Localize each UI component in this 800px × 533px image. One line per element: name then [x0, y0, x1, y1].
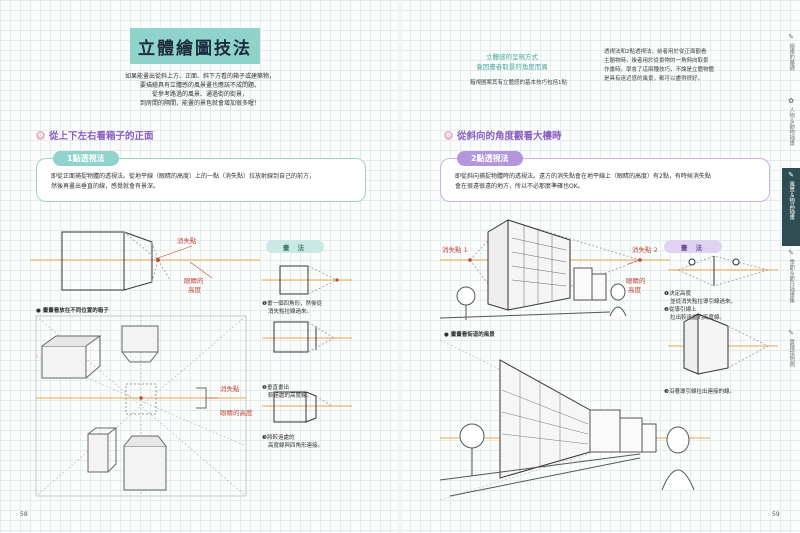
section-title-2: 從斜向的角度觀看大樓時	[457, 131, 562, 142]
pencil-icon: ✎	[788, 171, 794, 179]
vp2-label: 消失點 2	[632, 246, 658, 254]
vp-label-small: 消失點	[220, 385, 240, 393]
eye-label-r1: 眼睛的	[626, 277, 646, 285]
street-caption: ● 畫畫看街道的風景	[444, 332, 495, 338]
intro-text: 如果能畫出從斜上方、正面、斜下方看的箱子或建築物， 要描繪具有立體感的風景畫也應…	[124, 73, 275, 107]
right-step-3-text: ❸沿著導引線拉出連接的線。	[664, 389, 735, 395]
section-heading-1: ❶ 從上下左右看箱子的正面	[36, 128, 154, 142]
vp1-label: 消失點 1	[442, 246, 468, 254]
eye-level-label-1: 眼睛的	[184, 277, 204, 285]
two-point-building-illustration	[439, 219, 670, 320]
book-gutter	[398, 0, 402, 533]
quote-lead: 立體感的呈現方式 會因畫者取景的角度而異	[476, 53, 548, 71]
quote-sub: 箱視圖案其有立體感的基本技巧包括1點	[470, 80, 568, 86]
street-scene-illustration	[439, 339, 710, 501]
step-3-text: ❸將較遠處的 高度線與四角形連接。	[262, 435, 324, 449]
method-box-2point: 2點透視法 即從斜向捕捉物體時的透視法。遠方的消失點會在地平線上（眼睛的高度）有…	[440, 151, 770, 202]
page-number-right: 59	[772, 511, 780, 518]
quote-right: 透視法和2點透視法，前者用於從正面觀看 主題物時，後者用於從景物的一角斜向取景 …	[604, 49, 715, 82]
right-steps-text: ❶決定高度 並從消失點拉導引線過來。 ❷從導引線上 拉出較遠處的高度線。	[664, 291, 737, 321]
step-1-text: ❶畫一個四角形，然後從 消失點拉線過來。	[262, 301, 322, 315]
steps-illustrations	[262, 265, 352, 423]
pencil-icon: ✎	[788, 33, 794, 41]
page-title: 立體繪圖技法	[130, 28, 260, 64]
boxes-positions-illustration	[35, 315, 247, 497]
sidebar-tab-scenery[interactable]: ✎ 風景＆物品插畫	[782, 168, 800, 246]
sidebar-tab-people[interactable]: ✿ 人物＆動物插畫	[788, 97, 795, 145]
flower-icon: ✿	[788, 97, 794, 105]
pencil-icon: ✎	[788, 329, 794, 337]
two-point-steps-illustration	[668, 255, 778, 375]
eye-label-small: 眼睛的高度	[220, 409, 253, 417]
section-number: ❶	[36, 130, 45, 140]
method-description: 即從正面捕捉物體的透視法。從地平線（眼睛的高度）上的一點（消失點）拉放射線到自己…	[51, 173, 316, 190]
page-number-left: 58	[20, 511, 28, 518]
step-2-text: ❷垂直畫出 較遠處的高度線。	[262, 385, 313, 399]
drawing-method-pill-2: 畫 法	[664, 240, 722, 253]
drawing-method-pill: 畫 法	[266, 240, 324, 253]
section-heading-2: ❷ 從斜向的角度觀看大樓時	[444, 128, 562, 142]
box-positions-caption: ● 畫畫看放在不同位置的箱子	[36, 308, 109, 314]
eye-label-r2: 高度	[628, 286, 641, 294]
sidebar-tab-basics[interactable]: ✎ 繪畫的基礎	[788, 33, 795, 70]
eye-level-label-2: 高度	[188, 286, 201, 294]
vanishing-point-label: 消失點	[177, 237, 197, 245]
method-tab: 1點透視法	[53, 151, 119, 166]
section-title: 從上下左右看箱子的正面	[49, 131, 154, 142]
sidebar-tab-seasons[interactable]: ✎ 季節＆節日插畫集	[788, 249, 795, 303]
pencil-icon: ✎	[788, 249, 794, 257]
one-point-box-illustration	[30, 231, 260, 291]
section-number-2: ❷	[444, 130, 453, 140]
sidebar-tab-practice[interactable]: ✎ 實踐說明圖	[788, 329, 795, 366]
method-box-1point: 1點透視法 即從正面捕捉物體的透視法。從地平線（眼睛的高度）上的一點（消失點）拉…	[36, 151, 366, 202]
method-description-2: 即從斜向捕捉物體時的透視法。遠方的消失點會在地平線上（眼睛的高度）有2點，有時候…	[455, 173, 711, 190]
method-tab-2: 2點透視法	[457, 151, 523, 166]
